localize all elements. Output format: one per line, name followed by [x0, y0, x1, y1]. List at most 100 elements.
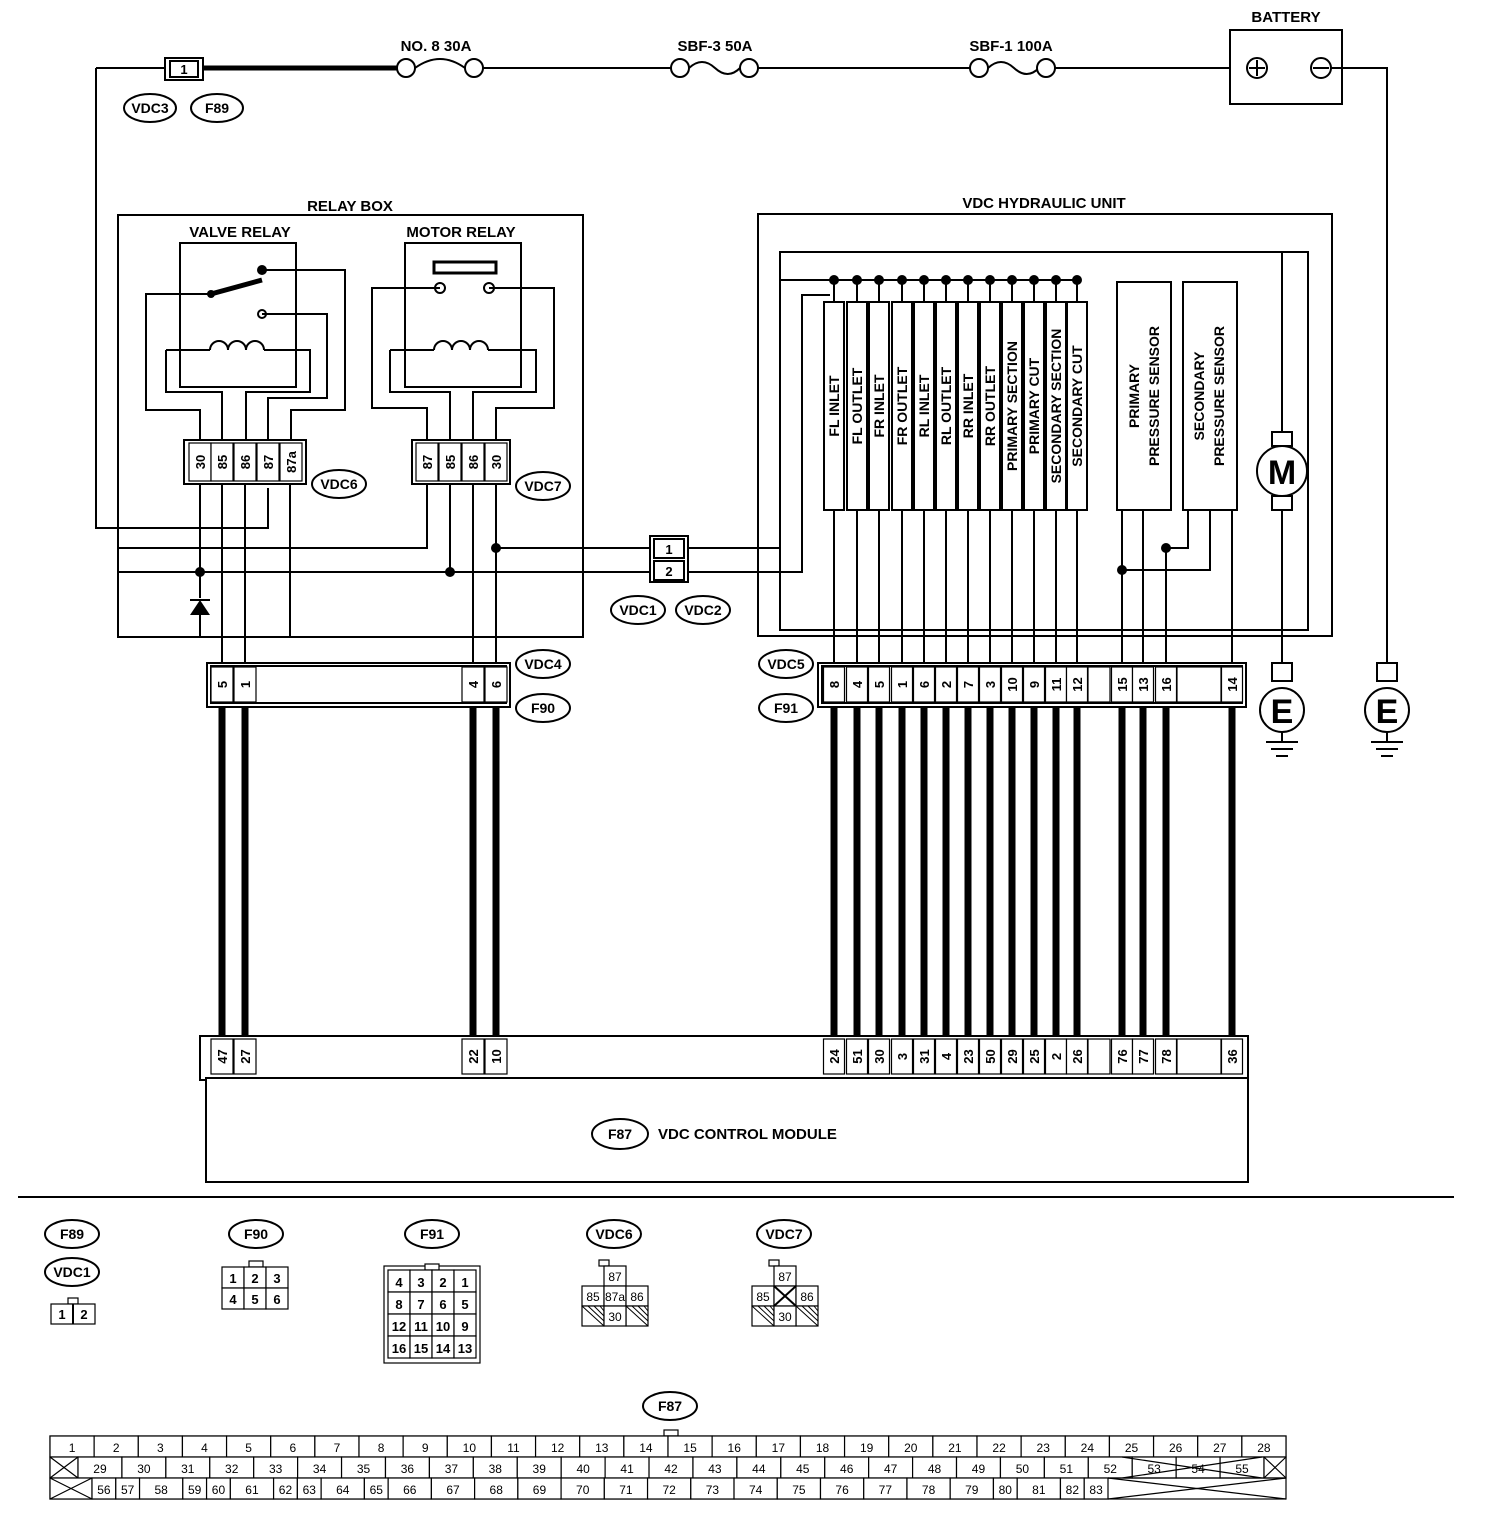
vdc2-tag [675, 595, 731, 625]
vdc3-tag [123, 93, 177, 123]
legend-f87-pin-26: 26 [1169, 1441, 1183, 1455]
module-pin-51 [845, 1038, 869, 1075]
valve-label: FR INLET [871, 374, 887, 437]
legend-f87-pin-50: 50 [1016, 1462, 1030, 1476]
motor-relay-pin-87-label: 87 [420, 455, 435, 469]
legend-f87-pin-13: 13 [595, 1441, 609, 1455]
legend-f87-pin-14: 14 [639, 1441, 653, 1455]
f91-pin-7 [956, 666, 980, 703]
f87-tag [591, 1118, 649, 1150]
legend-f87-pin-61: 61 [245, 1483, 259, 1497]
pump-motor-icon: M [1256, 431, 1308, 511]
valve-rl-inlet: RL INLET [913, 275, 935, 665]
legend-f87-pin-1: 1 [69, 1441, 76, 1455]
legend-f87-pin-72: 72 [662, 1483, 676, 1497]
legend-vdc6-text: VDC6 [595, 1226, 633, 1242]
module-pin-23 [956, 1038, 980, 1075]
power-supply-line: 1 NO. 8 30A SBF-3 50A SBF-1 100A BATTERY [95, 9, 1388, 665]
module-pin-31-label: 31 [917, 1049, 932, 1063]
legend-f87-pin-9: 9 [422, 1441, 429, 1455]
legend-f91-pin-8: 8 [395, 1297, 402, 1312]
battery-minus-icon [1310, 57, 1332, 79]
valve-rr-outlet: RR OUTLET [979, 275, 1001, 665]
legend-f87-pin-4: 4 [201, 1441, 208, 1455]
module-pin-77-label: 77 [1136, 1049, 1151, 1063]
f91-pin-13-label: 13 [1136, 677, 1151, 691]
valve-relay-pin-87a-label: 87a [284, 450, 299, 472]
legend-f87-pin-46: 46 [840, 1462, 854, 1476]
valve-relay-pin-30-label: 30 [193, 455, 208, 469]
valve-secondary-cut: SECONDARY CUT [1066, 275, 1088, 665]
f91-pin-3-label: 3 [983, 681, 998, 688]
legend-f90-text: F90 [244, 1226, 268, 1242]
legend-f89-tag [44, 1219, 100, 1249]
f91-pin-16-label: 16 [1159, 677, 1174, 691]
valve-rr-inlet: RR INLET [957, 275, 979, 665]
f91-pin-10 [1000, 666, 1024, 703]
module-pin-31 [912, 1038, 936, 1075]
valve-label: FL INLET [826, 375, 842, 437]
legend-f91-pin-1: 1 [461, 1275, 468, 1290]
legend-f87-pin-56: 56 [97, 1483, 111, 1497]
f90-pin-5 [210, 666, 234, 703]
motor-relay-pin-85 [438, 442, 462, 482]
f91-pin-12-label: 12 [1070, 677, 1085, 691]
module-pin-51-label: 51 [850, 1049, 865, 1063]
relay-box-label: RELAY BOX [307, 198, 393, 215]
module-pin-47-label: 47 [215, 1049, 230, 1063]
f90-pin-4-label: 4 [466, 680, 481, 688]
f91-pin-7-label: 7 [961, 681, 976, 688]
fuse-sbf1-icon [969, 58, 1056, 78]
legend-f87-pin-78: 78 [922, 1483, 936, 1497]
legend-f90-pin-6: 6 [273, 1292, 280, 1307]
legend-f91-pin-3: 3 [417, 1275, 424, 1290]
legend-f87-pin-55: 55 [1235, 1462, 1249, 1476]
legend-f90-pin-2: 2 [251, 1271, 258, 1286]
module-pin-3-label: 3 [895, 1053, 910, 1060]
f91-tag [758, 693, 814, 723]
legend-f87-pin-12: 12 [551, 1441, 565, 1455]
legend-f87-pin-47: 47 [884, 1462, 898, 1476]
motor-relay-pin-30 [484, 442, 508, 482]
legend-f87-pin-42: 42 [664, 1462, 678, 1476]
vdc5-tag [758, 649, 814, 679]
vdc7-tag-text: VDC7 [524, 478, 562, 494]
legend-vdc7-tag [756, 1219, 812, 1249]
module-pin-77 [1131, 1038, 1155, 1075]
legend-f90-cell [265, 1287, 289, 1310]
legend-f91-pin-7: 7 [417, 1297, 424, 1312]
legend-f87-pin-39: 39 [533, 1462, 547, 1476]
valve-fl-outlet: FL OUTLET [846, 275, 868, 665]
legend-f87-pin-62: 62 [279, 1483, 293, 1497]
harness-wires [218, 707, 1236, 1038]
vdc1-pin-2: 2 [665, 564, 672, 579]
valve-relay-coil-icon [165, 340, 311, 440]
legend-f87-pin-18: 18 [816, 1441, 830, 1455]
legend-f90-tag [228, 1219, 284, 1249]
legend-f87-pin-77: 77 [879, 1483, 893, 1497]
legend-f87-pin-70: 70 [576, 1483, 590, 1497]
legend-f91-pin-15: 15 [414, 1341, 428, 1356]
f91-pin-10-label: 10 [1005, 677, 1020, 691]
valve-secondary-section: SECONDARY SECTION [1045, 275, 1067, 665]
f91-pin-11-label: 11 [1049, 678, 1064, 692]
valve-label: RR INLET [960, 373, 976, 438]
valve-label: FR OUTLET [894, 366, 910, 445]
legend-f87-pin-3: 3 [157, 1441, 164, 1455]
primary-sensor-line1: PRIMARY [1126, 363, 1142, 428]
legend-f91-pin-13: 13 [458, 1341, 472, 1356]
module-pin-26-label: 26 [1070, 1049, 1085, 1063]
secondary-pressure-sensor: SECONDARY PRESSURE SENSOR [1182, 281, 1238, 511]
valve-relay-label: VALVE RELAY [189, 224, 290, 241]
f89-tag [190, 93, 244, 123]
legend-f87-pin-82: 82 [1066, 1483, 1080, 1497]
f91-pin-6 [912, 666, 936, 703]
legend-f87-pin-34: 34 [313, 1462, 327, 1476]
legend-f91-pin-4: 4 [395, 1275, 403, 1290]
valve-fl-inlet: FL INLET [823, 275, 845, 665]
valve-primary-section: PRIMARY SECTION [1001, 275, 1023, 665]
module-pin-2-label: 2 [1049, 1053, 1064, 1060]
legend-f91-pin-16: 16 [392, 1341, 406, 1356]
module-pin-24-label: 24 [827, 1049, 842, 1064]
